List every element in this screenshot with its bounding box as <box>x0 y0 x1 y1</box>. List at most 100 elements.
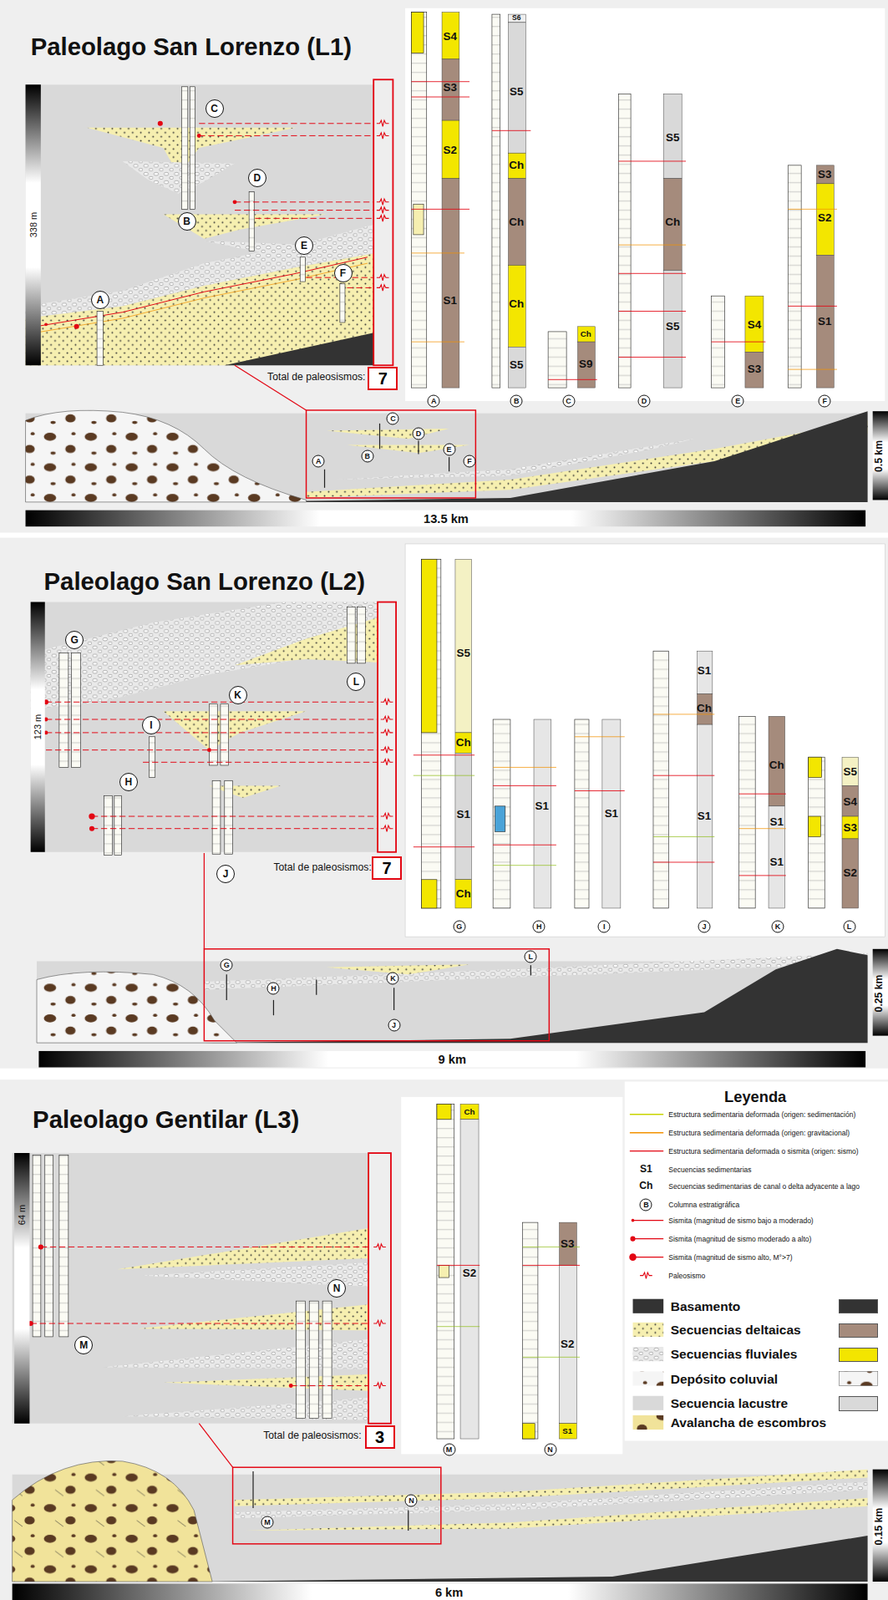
legend-text: Columna estratigráfica <box>668 1200 740 1208</box>
legend-text: Secuencias sedimentarias de canal o delt… <box>668 1182 860 1190</box>
legend-text: Sismita (magnitud de sismo bajo a modera… <box>668 1217 813 1225</box>
column-marker: C <box>562 395 575 408</box>
column-marker: M <box>261 1515 275 1528</box>
sequence-label: S3 <box>817 168 832 182</box>
sequence-label: Ch <box>464 1106 476 1117</box>
legend-text: Paleosismo <box>668 1272 706 1280</box>
column-marker: N <box>405 1494 418 1508</box>
scale-label: 0.25 km <box>874 974 886 1012</box>
column-marker: M <box>74 1335 93 1355</box>
sequence-label: S1 <box>770 856 784 869</box>
column-marker: A <box>312 455 325 468</box>
sequence-label: 9 km <box>438 1052 467 1066</box>
sequence-label: S1 <box>443 294 457 308</box>
legend-text: Sismita (magnitud de sismo moderado a al… <box>668 1235 812 1244</box>
column-marker: L <box>524 949 538 963</box>
sequence-label: Ch <box>639 1180 653 1192</box>
scale-label: 338 m <box>28 212 39 239</box>
scale-label: 123 m <box>32 714 43 741</box>
column-marker: G <box>220 958 234 971</box>
sequence-label: S5 <box>665 131 680 145</box>
sequence-label: S2 <box>443 143 457 157</box>
sequence-label: S3 <box>443 81 457 95</box>
scale-label: 0.5 km <box>874 440 886 472</box>
sequence-label: Ch <box>456 888 472 901</box>
column-marker: B <box>360 450 374 463</box>
legend-text: Depósito coluvial <box>670 1371 778 1386</box>
column-marker: N <box>543 1443 557 1457</box>
paleoseism-count: 3 <box>370 1426 391 1447</box>
legend-text: Estructura sedimentaria deformada (orige… <box>668 1129 850 1137</box>
paleoseism-count: 7 <box>376 857 397 878</box>
sequence-label: S1 <box>697 810 711 823</box>
sequence-label: Ch <box>580 329 592 339</box>
sequence-label: 6 km <box>435 1585 463 1599</box>
legend-text: Avalancha de escombros <box>670 1415 827 1431</box>
column-marker: J <box>387 1018 401 1031</box>
panel-note: Total de paleosismos: <box>267 371 366 383</box>
sequence-label: Ch <box>664 216 680 229</box>
column-marker: D <box>637 395 650 408</box>
legend-text: Sismita (magnitud de sismo alto, M°>7) <box>668 1253 792 1262</box>
sequence-label: S1 <box>697 664 711 677</box>
legend-text: Secuencias deltaicas <box>670 1323 802 1338</box>
column-marker: G <box>452 920 466 934</box>
sequence-label: Ch <box>508 298 524 311</box>
panel-title: Paleolago San Lorenzo (L1) <box>30 33 352 61</box>
sequence-label: S3 <box>560 1238 574 1251</box>
sequence-label: S1 <box>604 806 619 820</box>
scale-label: 0.15 km <box>874 1507 886 1545</box>
column-marker: D <box>411 427 425 441</box>
sequence-label: S5 <box>509 359 523 372</box>
legend-swatch <box>838 1395 878 1411</box>
column-marker: A <box>427 395 441 408</box>
sequence-label: 13.5 km <box>423 512 469 526</box>
sequence-label: S1 <box>562 1426 573 1437</box>
column-marker: C <box>386 411 400 425</box>
sequence-label: S5 <box>456 647 470 660</box>
paleoseism-total-box: 7 <box>367 366 398 391</box>
column-marker: F <box>818 395 832 408</box>
column-marker: K <box>228 685 248 705</box>
column-marker: H <box>119 772 138 792</box>
panel-title: Paleolago Gentilar (L3) <box>32 1106 300 1133</box>
sequence-label: Ch <box>508 159 524 173</box>
sequence-label: Ch <box>456 736 472 750</box>
legend-text: Secuencia lacustre <box>670 1395 788 1411</box>
sequence-label: S1 <box>770 815 784 828</box>
sequence-label: S1 <box>535 800 549 813</box>
column-marker: E <box>294 236 314 255</box>
scale-label: 64 m <box>16 1204 27 1225</box>
legend-text: Estructura sedimentaria deformada o sism… <box>668 1147 858 1156</box>
legend-text: Secuencias fluviales <box>670 1347 798 1362</box>
column-marker: H <box>267 981 280 995</box>
column-marker: B <box>510 395 523 408</box>
sequence-label: S4 <box>747 318 762 331</box>
legend-swatch <box>838 1299 878 1314</box>
legend-text: Secuencias sedimentarias <box>668 1166 751 1174</box>
sequence-label: S5 <box>843 765 858 778</box>
legend-swatch <box>838 1323 878 1338</box>
sequence-label: S6 <box>512 14 521 22</box>
column-marker: I <box>142 715 161 735</box>
panel-note: Total de paleosismos: <box>263 1430 361 1442</box>
column-marker: I <box>598 920 611 934</box>
paleoseism-total-box: 3 <box>365 1425 396 1449</box>
panel-title: Paleolago San Lorenzo (L2) <box>44 568 366 595</box>
column-marker: L <box>346 672 366 691</box>
column-marker: G <box>65 630 84 650</box>
paleoseism-count: 7 <box>372 368 393 389</box>
sequence-label: Ch <box>508 216 524 229</box>
sequence-label: S2 <box>817 212 832 225</box>
column-marker: F <box>334 263 353 283</box>
paleoseism-total-box: 7 <box>371 856 402 880</box>
column-marker: F <box>463 455 477 468</box>
sequence-label: S3 <box>747 363 762 376</box>
column-marker: K <box>771 920 785 934</box>
sequence-label: S2 <box>560 1338 574 1351</box>
sequence-label: S9 <box>578 358 593 371</box>
column-marker: N <box>327 1278 346 1298</box>
sequence-label: Ch <box>696 702 712 716</box>
column-marker: K <box>386 971 400 985</box>
